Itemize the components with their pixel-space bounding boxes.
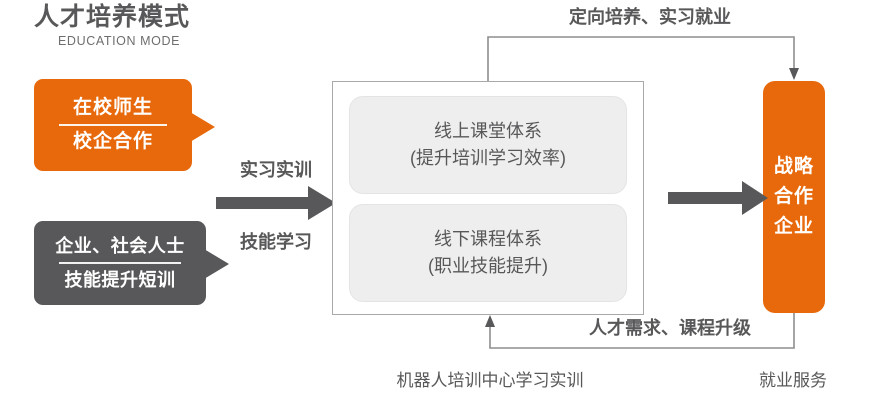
thick-right-arrow-icon: [668, 181, 768, 215]
caption-employment-service: 就业服务: [759, 371, 827, 390]
connector-bottom-label: 人才需求、课程升级: [589, 318, 751, 338]
callout-students-divider: [59, 124, 167, 126]
title-block: 人才培养模式 EDUCATION MODE: [34, 2, 354, 49]
flow-label-skill-learning: 技能学习: [240, 232, 312, 252]
center-training-box: 线上课堂体系 (提升培训学习效率) 线下课程体系 (职业技能提升): [332, 81, 644, 315]
callout-enterprise-divider: [59, 262, 181, 264]
course-card-online[interactable]: 线上课堂体系 (提升培训学习效率): [349, 96, 627, 194]
course-card-offline-subtitle: (职业技能提升): [428, 256, 548, 276]
partner-line-2: 合作: [773, 186, 814, 207]
callout-students-line2: 校企合作: [72, 131, 153, 152]
partner-line-3: 企业: [773, 216, 814, 237]
connector-top-route: [487, 36, 799, 81]
callout-enterprise-line1: 企业、社会人士: [55, 236, 185, 256]
right-arrow-icon: [216, 186, 336, 220]
callout-enterprise-line2: 技能提升短训: [64, 270, 176, 290]
course-card-offline[interactable]: 线下课程体系 (职业技能提升): [349, 204, 627, 302]
course-card-offline-title: 线下课程体系: [434, 229, 542, 249]
callout-enterprise[interactable]: 企业、社会人士 技能提升短训: [34, 221, 206, 305]
page-title: 人才培养模式: [34, 3, 191, 31]
callout-students[interactable]: 在校师生 校企合作: [34, 79, 192, 171]
partner-enterprise-box[interactable]: 战略 合作 企业: [763, 81, 825, 313]
page-subtitle: EDUCATION MODE: [58, 34, 181, 48]
partner-line-1: 战略: [773, 156, 814, 177]
callout-students-pointer-icon: [190, 112, 215, 142]
flow-label-internship: 实习实训: [240, 160, 312, 180]
callout-enterprise-pointer-icon: [204, 249, 229, 279]
connector-top-label: 定向培养、实习就业: [569, 7, 731, 27]
course-card-online-title: 线上课堂体系: [434, 121, 542, 141]
course-card-online-subtitle: (提升培训学习效率): [410, 148, 566, 168]
callout-students-line1: 在校师生: [72, 97, 153, 118]
caption-training-center: 机器人培训中心学习实训: [396, 371, 584, 390]
